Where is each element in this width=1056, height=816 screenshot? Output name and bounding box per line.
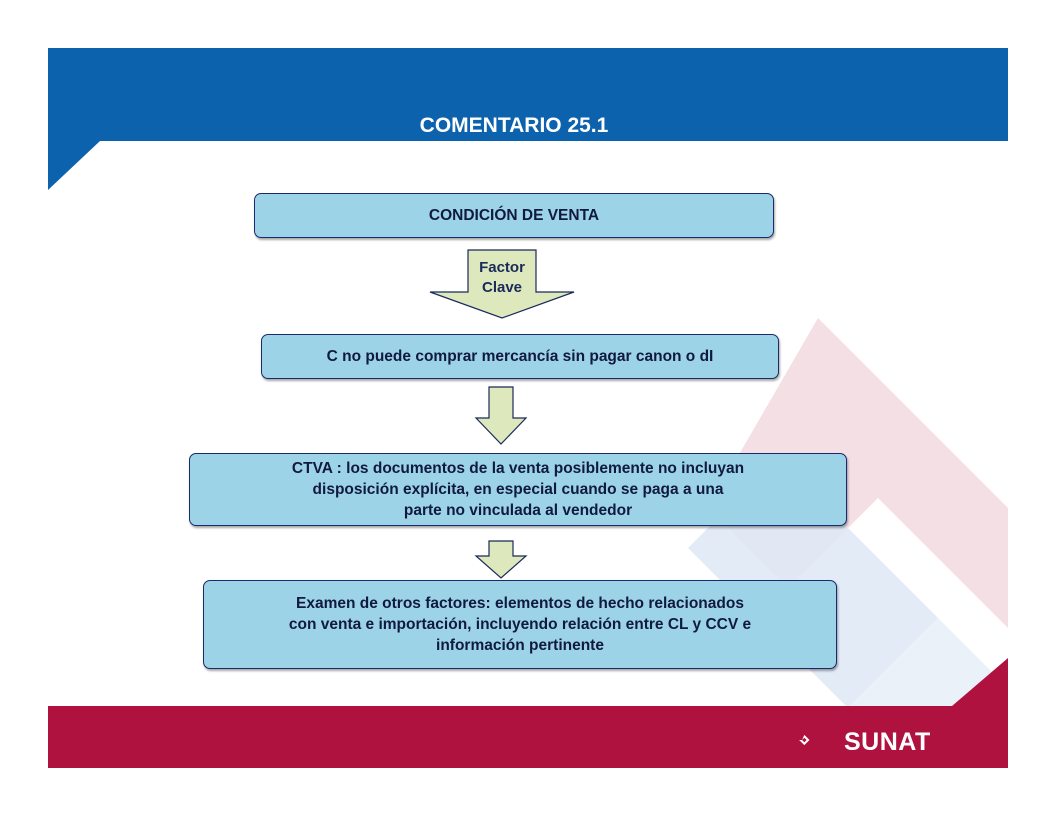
- other-factors-text: Examen de otros factores: elementos de h…: [288, 595, 752, 654]
- condition-of-sale-text: CONDICIÓN DE VENTA: [428, 207, 600, 224]
- condition-of-sale-box: CONDICIÓN DE VENTA: [254, 193, 774, 238]
- ctva-documents-text: CTVA : los documentos de la venta posibl…: [291, 460, 745, 519]
- other-factors-box: Examen de otros factores: elementos de h…: [203, 580, 837, 669]
- sunat-logo-icon: [799, 734, 810, 746]
- down-arrow-icon: [474, 386, 528, 445]
- key-factor-arrow-icon: [429, 249, 575, 319]
- key-factor-label: Factor Clave: [479, 259, 525, 296]
- down-arrow-icon: [474, 540, 528, 579]
- sunat-logo-text: SUNAT: [844, 728, 931, 756]
- slide: COMENTARIO 25.1 CONDICIÓN DE VENTA Facto…: [48, 48, 1008, 768]
- ctva-documents-box: CTVA : los documentos de la venta posibl…: [189, 453, 847, 526]
- cannot-buy-without-royalty-text: C no puede comprar mercancía sin pagar c…: [326, 348, 714, 365]
- footer-band: [48, 658, 1008, 768]
- slide-title: COMENTARIO 25.1: [419, 114, 609, 137]
- header-band: [48, 48, 1008, 190]
- cannot-buy-without-royalty-box: C no puede comprar mercancía sin pagar c…: [261, 334, 779, 379]
